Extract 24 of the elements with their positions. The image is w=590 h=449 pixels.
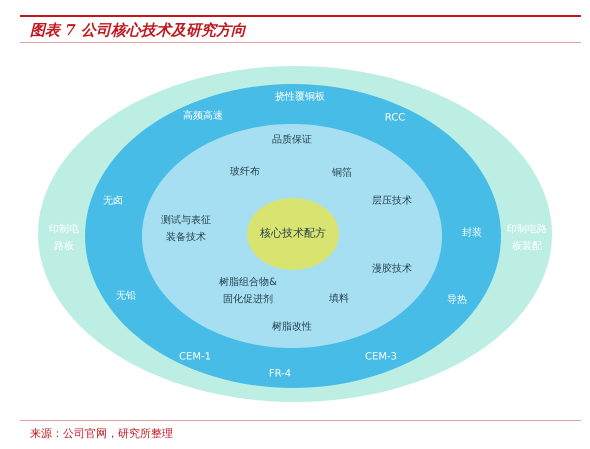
region-label: 层压技术 [372,194,412,208]
region-label: 导热 [447,294,467,308]
region-label: 填料 [329,292,349,306]
region-label: 树脂组合物&固化促进剂 [218,276,278,307]
region-label: RCC [384,112,406,126]
region-label: 玻纤布 [230,165,260,180]
region-label: 无铅 [116,290,136,304]
region-label: 封装 [462,226,482,240]
region-label: 树脂改性 [272,320,312,334]
core-label: 核心技术配方 [260,226,326,242]
region-label: 无卤 [103,194,123,208]
figure-title: 图表 7 公司核心技术及研究方向 [30,21,246,40]
region-label: 测试与表征装备技术 [160,214,212,245]
region-label: 铜箔 [332,166,352,180]
region-label: 印制电路板装配 [506,222,548,254]
region-label: 印制电路板 [48,222,80,254]
region-label: 高频高速 [183,109,223,124]
region-label: 漫胶技术 [372,262,412,276]
region-label: CEM-3 [365,350,397,364]
region-label: FR-4 [268,368,292,382]
region-label: 挠性覆铜板 [275,90,325,104]
region-label: 品质保证 [272,133,312,148]
source-note: 来源：公司官网，研究所整理 [30,426,173,441]
region-label: CEM-1 [179,350,211,364]
